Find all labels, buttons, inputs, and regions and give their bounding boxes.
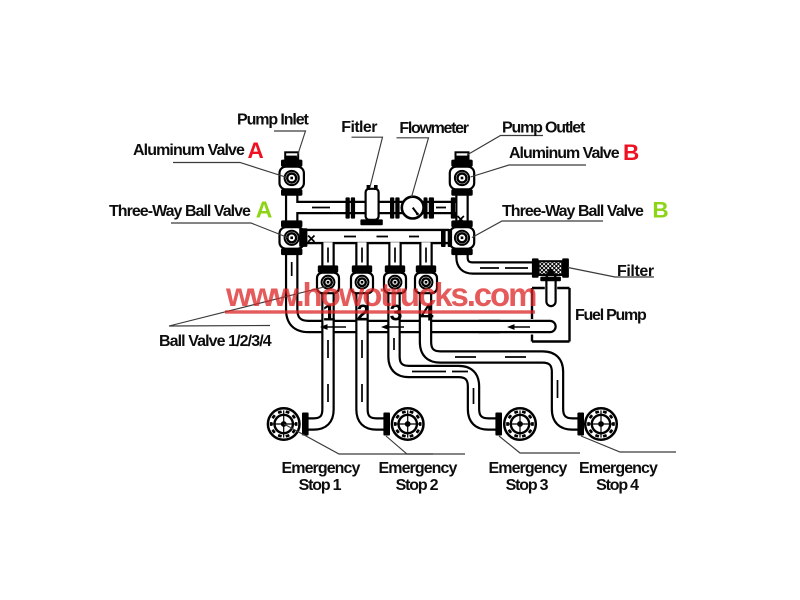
svg-text:Flowmeter: Flowmeter <box>399 120 468 137</box>
svg-text:Aluminum Valve: Aluminum Valve <box>509 145 620 162</box>
svg-text:Aluminum Valve: Aluminum Valve <box>133 142 245 159</box>
svg-text:Fuel Pump: Fuel Pump <box>575 307 647 324</box>
svg-text:Fitler: Fitler <box>341 119 377 136</box>
svg-text:Stop 4: Stop 4 <box>596 477 639 494</box>
svg-text:A: A <box>256 197 273 223</box>
svg-text:B: B <box>623 140 639 165</box>
svg-text:Stop 2: Stop 2 <box>396 477 439 494</box>
svg-text:Emergency: Emergency <box>379 460 458 477</box>
svg-text:Stop 3: Stop 3 <box>506 477 549 494</box>
svg-text:Three-Way Ball Valve: Three-Way Ball Valve <box>109 203 251 220</box>
svg-text:A: A <box>248 138 264 163</box>
svg-text:Emergency: Emergency <box>282 460 361 477</box>
svg-text:www.howotrucks.com: www.howotrucks.com <box>225 276 536 313</box>
svg-text:Pump Inlet: Pump Inlet <box>237 112 310 129</box>
svg-text:Three-Way Ball Valve: Three-Way Ball Valve <box>502 203 644 220</box>
svg-text:Emergency: Emergency <box>489 460 568 477</box>
svg-text:Ball Valve 1/2/3/4: Ball Valve 1/2/3/4 <box>159 333 272 350</box>
svg-text:B: B <box>652 198 668 223</box>
svg-text:Pump Outlet: Pump Outlet <box>502 119 586 136</box>
svg-text:Stop 1: Stop 1 <box>299 477 342 494</box>
svg-text:Filter: Filter <box>617 263 654 280</box>
svg-text:Emergency: Emergency <box>579 460 658 477</box>
